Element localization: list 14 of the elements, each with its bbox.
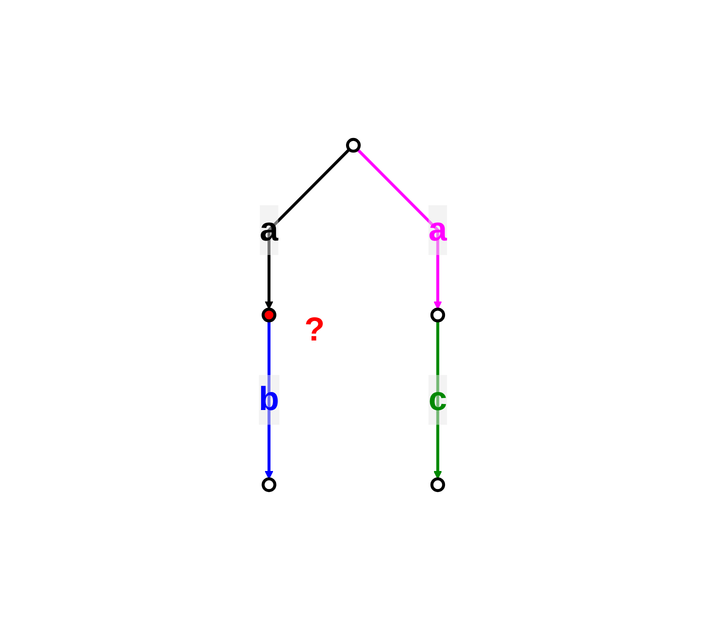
edge-label: b (258, 380, 279, 418)
node-circle (346, 138, 360, 153)
node-circle (430, 477, 445, 492)
node-circle (430, 308, 445, 322)
edge-label: c (428, 380, 447, 418)
arrow (264, 320, 273, 480)
arrow (264, 148, 350, 310)
node-circle (261, 477, 276, 492)
node-caption: ? (304, 312, 324, 348)
edge-label: a (428, 211, 447, 248)
arrow (356, 148, 442, 310)
node-circle (261, 308, 276, 322)
edge-label: a (259, 211, 278, 248)
arrow (433, 320, 442, 480)
